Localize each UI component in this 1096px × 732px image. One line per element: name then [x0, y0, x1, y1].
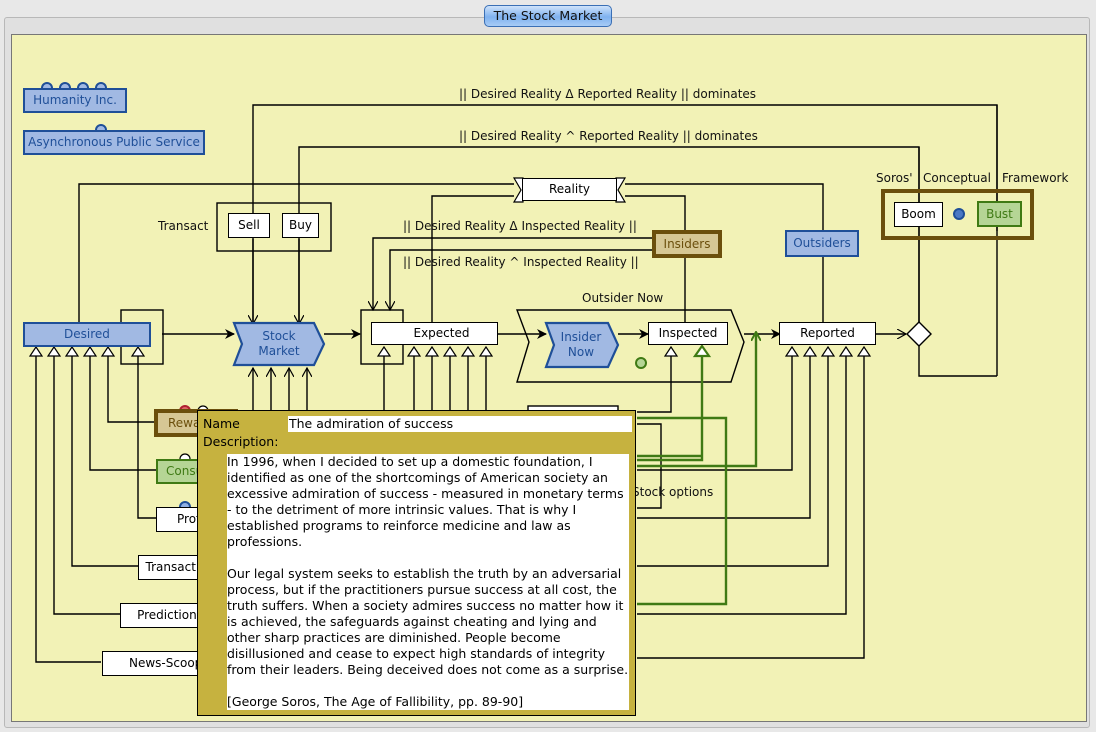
edge-desired-reality	[78, 183, 514, 323]
edge-green-2	[637, 332, 756, 468]
annotation-wedge-reported: || Desired Reality ^ Reported Reality ||…	[459, 129, 758, 143]
edge-wedge-inspected	[390, 249, 653, 310]
label-outsider-now: Outsider Now	[582, 291, 664, 305]
expected-node[interactable]: Expected	[371, 322, 498, 345]
label-soros-1: Soros'	[876, 171, 913, 185]
inheritance-triangles	[28, 344, 872, 358]
tab-the-stock-market[interactable]: The Stock Market	[484, 5, 612, 27]
boom-bust-indicator	[953, 208, 965, 220]
insider-now-indicator	[635, 357, 647, 369]
reality-node[interactable]: Reality	[522, 178, 617, 201]
inspected-node[interactable]: Inspected	[648, 322, 728, 345]
annotation-wedge-inspected: || Desired Reality ^ Inspected Reality |…	[403, 255, 639, 269]
outsiders-node[interactable]: Outsiders	[785, 230, 859, 257]
edge-green-3	[637, 416, 728, 606]
edge-expected-reality	[431, 195, 514, 323]
desired-node[interactable]: Desired	[23, 322, 151, 347]
reported-node[interactable]: Reported	[779, 322, 876, 345]
humanity-inc-node[interactable]: Humanity Inc.	[23, 88, 127, 113]
description-text[interactable]: In 1996, when I decided to set up a dome…	[227, 454, 629, 710]
edge-delta-inspected	[373, 237, 653, 310]
annotation-delta-inspected: || Desired Reality Δ Inspected Reality |…	[403, 219, 637, 233]
annotation-delta-reported: || Desired Reality Δ Reported Reality ||…	[459, 87, 757, 101]
insiders-node[interactable]: Insiders	[652, 230, 722, 258]
buy-node[interactable]: Buy	[282, 213, 319, 238]
label-transact: Transact	[158, 219, 209, 233]
label-soros-2: Conceptual	[923, 171, 991, 185]
sell-node[interactable]: Sell	[228, 213, 270, 238]
decision-diamond	[906, 321, 932, 347]
edge-diamond-loop	[918, 346, 997, 377]
stock-market-shape	[232, 321, 326, 367]
outsider-now-group	[515, 309, 745, 383]
bust-node[interactable]: Bust	[977, 201, 1022, 227]
description-label: Description:	[203, 434, 279, 449]
insider-now-shape	[544, 321, 620, 369]
edge-delta-reported	[253, 104, 998, 376]
news-scoops-node[interactable]: News-Scoops	[102, 651, 212, 676]
label-soros-3: Framework	[1002, 171, 1069, 185]
stock-market-node[interactable]: Stock Market	[258, 329, 300, 358]
edge-reality-insiders	[625, 195, 686, 233]
element-info-popup: Name The admiration of success Descripti…	[197, 410, 636, 716]
name-label: Name	[203, 416, 240, 431]
boom-node[interactable]: Boom	[894, 202, 943, 227]
soros-framework-group	[881, 189, 1034, 240]
edge-reality-outsiders	[625, 183, 824, 235]
public-service-node[interactable]: Asynchronous Public Service	[23, 130, 205, 155]
edge-green-1	[637, 348, 704, 462]
transact-group	[216, 202, 332, 252]
insider-now-node[interactable]: Insider Now	[560, 330, 602, 359]
label-stock-options: Stock options	[632, 485, 714, 499]
name-field[interactable]: The admiration of success	[288, 416, 632, 432]
